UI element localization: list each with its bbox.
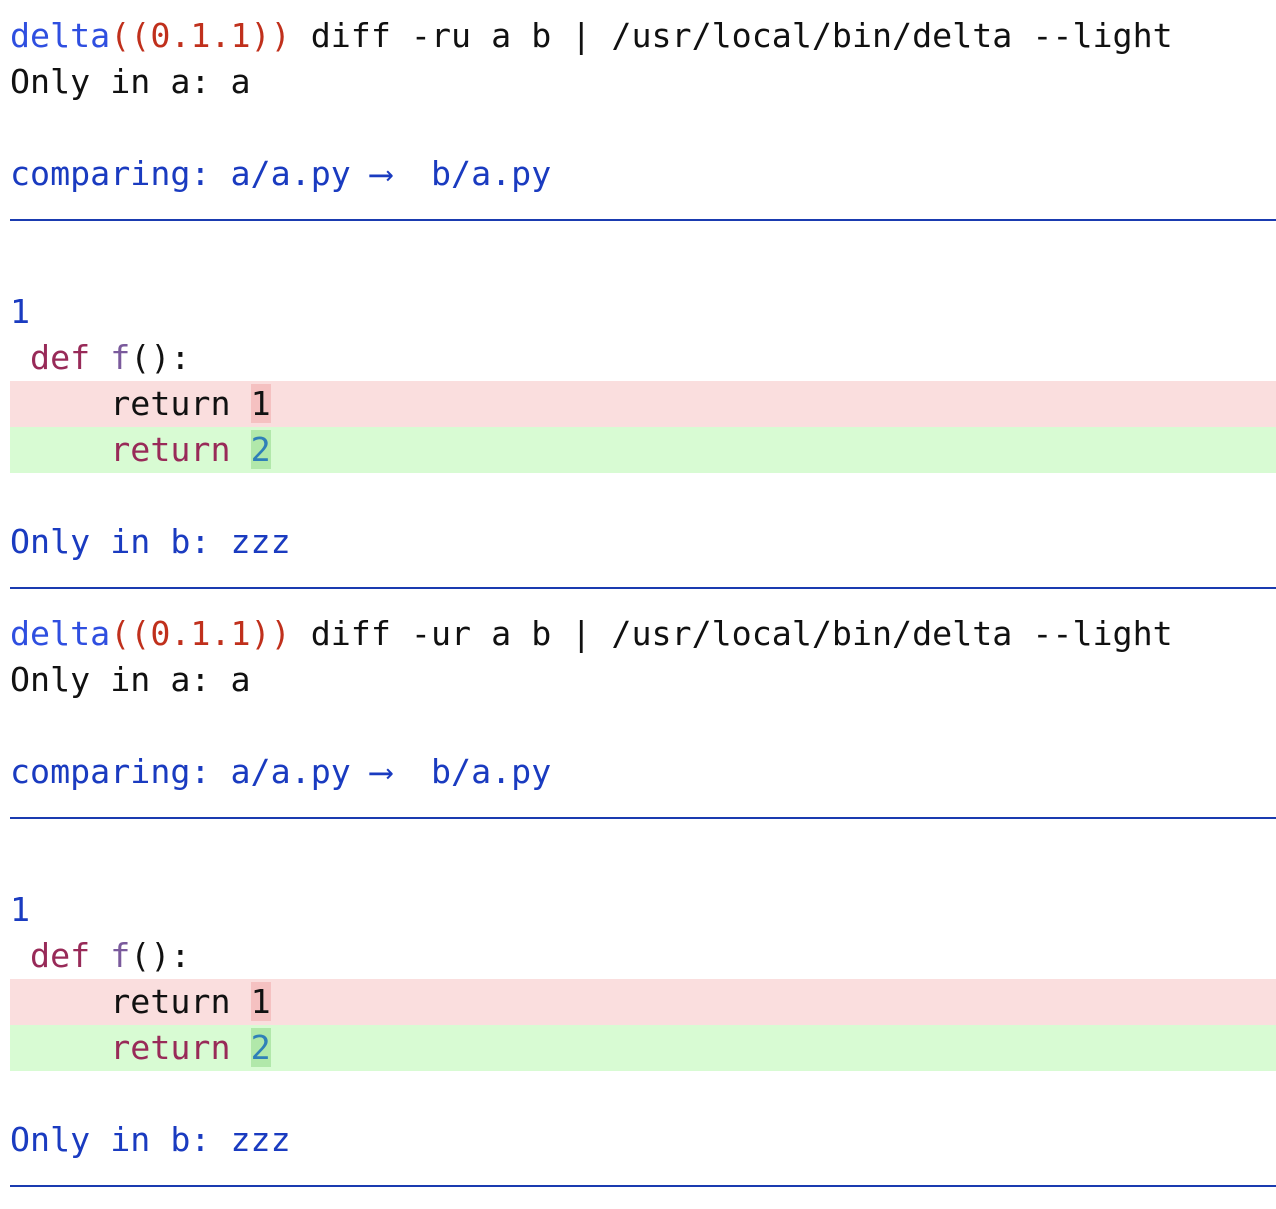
indent [30,1028,110,1067]
prompt-name: delta [10,16,111,55]
plus-emph: 2 [250,1028,271,1067]
file-header-rule [10,795,1276,841]
indent [30,384,110,423]
command-prompt-line: delta((0.1.1)) diff -ru a b | /usr/local… [0,13,1276,59]
minus-line: return 1 [10,381,1276,427]
minus-code: return [110,384,251,423]
keyword: def [30,338,91,377]
indent [30,430,110,469]
plus-line: return 2 [10,1025,1276,1071]
plus-code: return [110,430,251,469]
keyword: def [30,936,91,975]
only-in-a-line: Only in a: a [10,62,251,101]
plus-line: return 2 [10,427,1276,473]
context-line: def f(): [0,933,1276,979]
blank-line [0,703,1276,749]
file-header-rule [10,197,1276,243]
command-prompt-line: delta((0.1.1)) diff -ur a b | /usr/local… [0,611,1276,657]
command-text: diff -ru a b | /usr/local/bin/delta --li… [290,16,1173,55]
hunk-line-number: 1 [10,292,31,331]
minus-emph: 1 [250,982,271,1021]
minus-emph: 1 [250,384,271,423]
only-in-a-line: Only in a: a [10,660,251,699]
context-rest: (): [130,338,191,377]
only-in-b-line: Only in b: zzz [10,1120,291,1159]
blank-line [0,105,1276,151]
file-comparing-header: comparing: a/a.py ⟶ b/a.py [10,154,552,193]
indent [10,338,30,377]
indent [30,982,110,1021]
minus-line: return 1 [10,979,1276,1025]
blank-line [0,243,1276,289]
minus-code: return [110,982,251,1021]
plus-code: return [110,1028,251,1067]
section-rule [10,565,1276,611]
blank-line [0,1071,1276,1117]
function-name: f [110,936,131,975]
section-rule [10,1163,1276,1209]
prompt-version: ((0.1.1)) [110,614,291,653]
plus-emph: 2 [250,430,271,469]
only-in-b-line: Only in b: zzz [10,522,291,561]
command-text: diff -ur a b | /usr/local/bin/delta --li… [290,614,1173,653]
function-name: f [110,338,131,377]
context-line: def f(): [0,335,1276,381]
prompt-version: ((0.1.1)) [110,16,291,55]
blank-line [0,841,1276,887]
indent [10,936,30,975]
file-comparing-header: comparing: a/a.py ⟶ b/a.py [10,752,552,791]
context-rest: (): [130,936,191,975]
prompt-name: delta [10,614,111,653]
hunk-line-number: 1 [10,890,31,929]
blank-line [0,473,1276,519]
